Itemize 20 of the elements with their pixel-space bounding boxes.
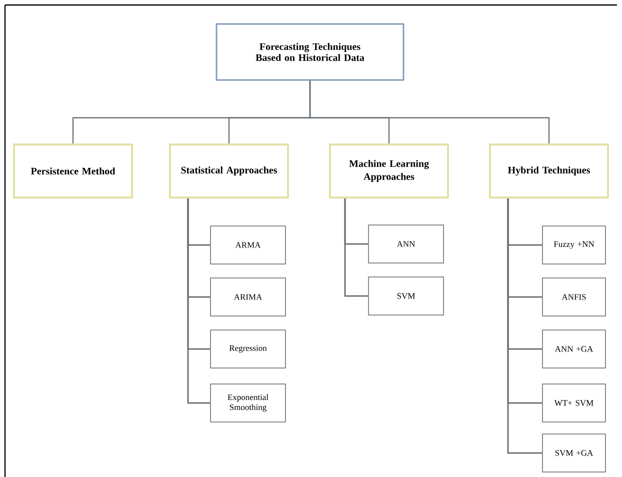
connector [187, 198, 210, 404]
title-box: Forecasting Techniques Based on Historical Data [216, 23, 404, 81]
technique-box: SVM +GA [542, 434, 606, 472]
category-box: Statistical Approaches [169, 144, 289, 198]
technique-box: ARIMA [210, 278, 286, 316]
technique-box: SVM [368, 276, 444, 316]
technique-box: WT+ SVM [542, 384, 606, 422]
category-box: Persistence Method [13, 144, 133, 198]
technique-box: Regression [210, 330, 286, 368]
technique-box: ANFIS [542, 278, 606, 316]
connector [344, 198, 368, 297]
technique-box: ANN [368, 224, 444, 264]
category-box: Hybrid Techniques [489, 144, 609, 198]
technique-box: ANN +GA [542, 330, 606, 368]
category-box: Machine Learning Approaches [329, 144, 449, 198]
connector [507, 198, 542, 454]
technique-box: Fuzzy +NN [542, 226, 606, 264]
technique-box: ARMA [210, 226, 286, 264]
connector [309, 80, 550, 144]
technique-box: Exponential Smoothing [210, 384, 286, 422]
